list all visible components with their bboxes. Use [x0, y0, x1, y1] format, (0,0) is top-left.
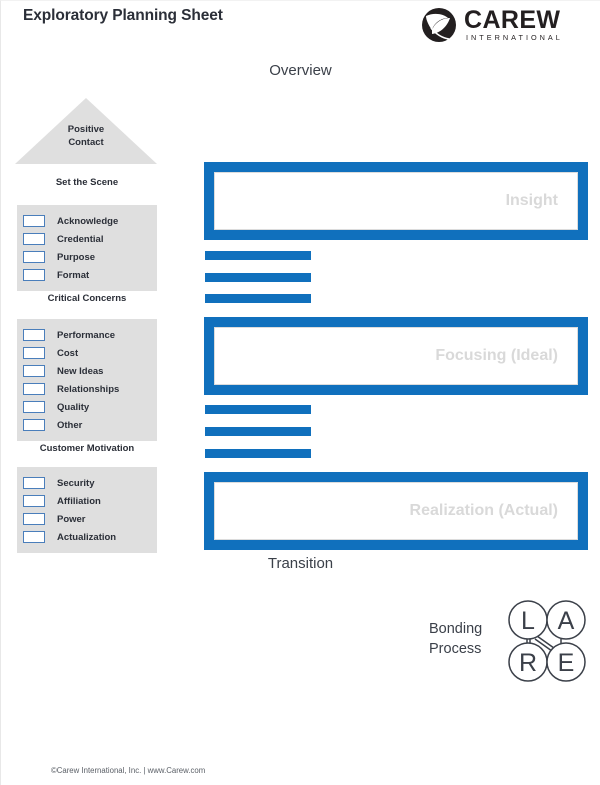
check-row-power[interactable]: Power — [17, 510, 157, 528]
logo-subtitle: INTERNATIONAL — [466, 33, 563, 42]
checkbox-icon[interactable] — [23, 329, 45, 341]
checkbox-icon[interactable] — [23, 477, 45, 489]
realization-entry-inner-border — [214, 482, 578, 540]
check-row-relationships[interactable]: Relationships — [17, 380, 157, 398]
check-label: Format — [57, 269, 90, 281]
group-panel-critical-concerns: Performance Cost New Ideas Relationships… — [17, 319, 157, 441]
overview-caption: Overview — [269, 62, 332, 79]
check-label: Performance — [57, 329, 116, 341]
focusing-entry-inner-border — [214, 327, 578, 385]
lare-node-circle-a — [546, 600, 586, 640]
carew-logo: CAREW INTERNATIONAL — [420, 5, 572, 45]
realization-placeholder: Realization (Actual) — [409, 502, 558, 519]
checkbox-icon[interactable] — [23, 383, 45, 395]
check-label: Credential — [57, 233, 104, 245]
check-row-format[interactable]: Format — [17, 266, 157, 284]
check-row-performance[interactable]: Performance — [17, 326, 157, 344]
flow-bar — [204, 272, 312, 283]
check-row-acknowledge[interactable]: Acknowledge — [17, 212, 157, 230]
insight-placeholder: Insight — [505, 192, 558, 209]
check-row-credential[interactable]: Credential — [17, 230, 157, 248]
checkbox-icon[interactable] — [23, 215, 45, 227]
group-heading-set-the-scene: Set the Scene — [55, 177, 119, 188]
checkbox-icon[interactable] — [23, 419, 45, 431]
checkbox-icon[interactable] — [23, 495, 45, 507]
checkbox-icon[interactable] — [23, 233, 45, 245]
bonding-process-label: Bonding Process — [429, 619, 482, 659]
check-row-purpose[interactable]: Purpose — [17, 248, 157, 266]
focusing-entry-box[interactable]: Focusing (Ideal) — [204, 317, 588, 395]
group-panel-customer-motivation: Security Affiliation Power Actualization — [17, 467, 157, 553]
lare-node-label-e: E — [558, 649, 575, 677]
page-title: Exploratory Planning Sheet — [23, 7, 223, 24]
checkbox-icon[interactable] — [23, 269, 45, 281]
checkbox-icon[interactable] — [23, 365, 45, 377]
flow-bar — [204, 404, 312, 415]
lare-node-label-l: L — [521, 607, 535, 635]
check-label: New Ideas — [57, 365, 104, 377]
bonding-label-line-1: Bonding — [429, 621, 483, 637]
insight-entry-box[interactable]: Insight — [204, 162, 588, 240]
realization-entry-box[interactable]: Realization (Actual) — [204, 472, 588, 550]
lare-node-circle-e — [546, 642, 586, 682]
check-label: Other — [57, 419, 83, 431]
check-label: Power — [57, 513, 86, 525]
check-row-cost[interactable]: Cost — [17, 344, 157, 362]
footer-copyright: ©Carew International, Inc. | www.Carew.c… — [51, 766, 206, 775]
check-row-affiliation[interactable]: Affiliation — [17, 492, 157, 510]
flow-bar — [204, 250, 312, 261]
flow-bar — [204, 293, 312, 304]
check-label: Relationships — [57, 383, 120, 395]
check-row-quality[interactable]: Quality — [17, 398, 157, 416]
check-label: Acknowledge — [57, 215, 119, 227]
check-label: Affiliation — [57, 495, 101, 507]
apex-line-2: Contact — [68, 136, 104, 148]
logo-wordmark: CAREW — [464, 6, 561, 34]
positive-contact-label: Positive Contact — [15, 124, 157, 149]
flow-bar — [204, 426, 312, 437]
checkbox-icon[interactable] — [23, 401, 45, 413]
check-row-actualization[interactable]: Actualization — [17, 528, 157, 546]
focusing-placeholder: Focusing (Ideal) — [435, 347, 558, 364]
lare-bonding-diagram: L A R E — [508, 600, 586, 682]
check-label: Quality — [57, 401, 90, 413]
positive-contact-triangle — [15, 98, 157, 164]
insight-entry-inner-border — [214, 172, 578, 230]
apex-line-1: Positive — [67, 124, 105, 135]
check-label: Purpose — [57, 251, 96, 263]
check-row-other[interactable]: Other — [17, 416, 157, 434]
check-row-new-ideas[interactable]: New Ideas — [17, 362, 157, 380]
group-heading-critical-concerns: Critical Concerns — [47, 293, 127, 304]
check-label: Actualization — [57, 531, 117, 543]
carew-leaf-circle-logo — [422, 8, 456, 42]
lare-node-label-a: A — [558, 607, 575, 635]
check-label: Cost — [57, 347, 79, 359]
check-label: Security — [57, 477, 95, 489]
transition-caption: Transition — [267, 555, 334, 572]
check-row-security[interactable]: Security — [17, 474, 157, 492]
checkbox-icon[interactable] — [23, 531, 45, 543]
lare-node-label-r: R — [519, 649, 537, 677]
checkbox-icon[interactable] — [23, 513, 45, 525]
group-panel-set-the-scene: Acknowledge Credential Purpose Format — [17, 205, 157, 291]
checkbox-icon[interactable] — [23, 347, 45, 359]
group-heading-customer-motivation: Customer Motivation — [39, 443, 135, 454]
flow-bar — [204, 448, 312, 459]
bonding-label-line-2: Process — [429, 641, 482, 657]
checkbox-icon[interactable] — [23, 251, 45, 263]
